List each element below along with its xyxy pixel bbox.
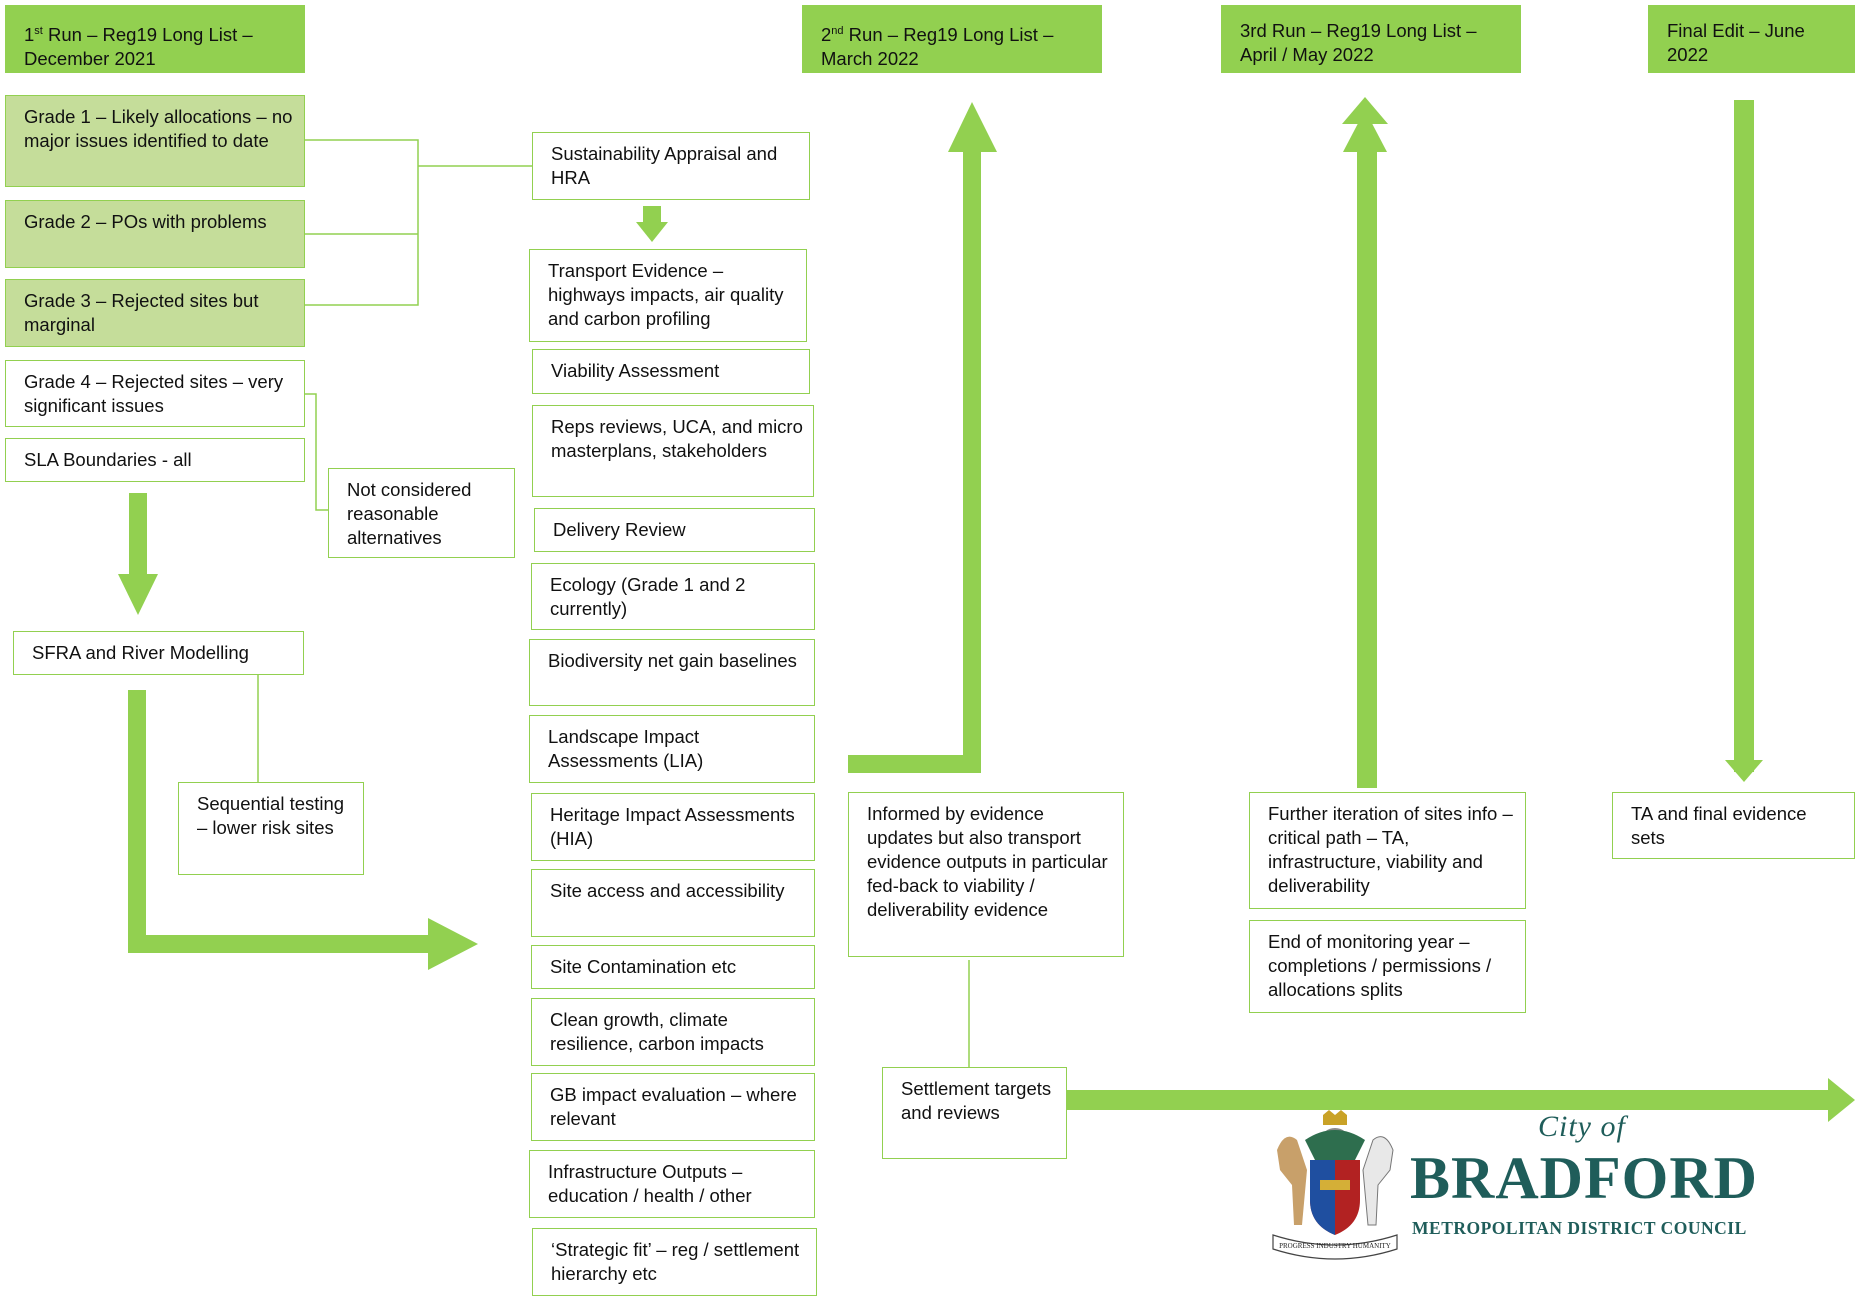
logo-name: BRADFORD xyxy=(1410,1145,1758,1211)
evidence-item: Ecology (Grade 1 and 2 currently) xyxy=(531,563,815,630)
header-run3: 3rd Run – Reg19 Long List – April / May … xyxy=(1221,5,1521,73)
sla-box: SLA Boundaries - all xyxy=(5,438,305,482)
header-run2: 2nd Run – Reg19 Long List – March 2022 xyxy=(802,5,1102,73)
header-final: Final Edit – June 2022 xyxy=(1648,5,1855,73)
coat-of-arms-icon: PROGRESS INDUSTRY HUMANITY xyxy=(1272,1110,1398,1260)
evidence-item: Site Contamination etc xyxy=(531,945,815,989)
arrow-sa-transport xyxy=(643,206,661,224)
evidence-item: Site access and accessibility xyxy=(531,869,815,937)
arrow-settlement-right xyxy=(1067,1090,1837,1110)
grade-1-box: Grade 1 – Likely allocations – no major … xyxy=(5,95,305,187)
evidence-item: Delivery Review xyxy=(534,508,815,552)
evidence-item: Transport Evidence – highways impacts, a… xyxy=(529,249,807,342)
evidence-item: Reps reviews, UCA, and micro masterplans… xyxy=(532,405,814,497)
arrow-down-sfra xyxy=(129,493,147,578)
sfra-box: SFRA and River Modelling xyxy=(13,631,304,675)
logo-subtitle: METROPOLITAN DISTRICT COUNCIL xyxy=(1412,1218,1747,1238)
bradford-council-logo: PROGRESS INDUSTRY HUMANITY City of BRADF… xyxy=(1265,1110,1785,1260)
arrow-up-run3 xyxy=(1357,150,1377,788)
evidence-item: Heritage Impact Assessments (HIA) xyxy=(531,793,815,861)
connector-grades xyxy=(304,139,419,306)
evidence-item: Viability Assessment xyxy=(532,349,810,394)
grade-4-box: Grade 4 – Rejected sites – very signific… xyxy=(5,360,305,427)
monitoring-box: End of monitoring year – completions / p… xyxy=(1249,920,1526,1013)
not-considered-box: Not considered reasonable alternatives xyxy=(328,468,515,558)
evidence-item: Landscape Impact Assessments (LIA) xyxy=(529,715,815,783)
evidence-item: GB impact evaluation – where relevant xyxy=(531,1073,815,1141)
header-run1: 1st Run – Reg19 Long List – December 202… xyxy=(5,5,305,73)
sequential-box: Sequential testing – lower risk sites xyxy=(178,782,364,875)
ta-final-box: TA and final evidence sets xyxy=(1612,792,1855,859)
settlement-box: Settlement targets and reviews xyxy=(882,1067,1067,1159)
arrow-sfra-evidence xyxy=(128,690,430,953)
logo-motto: PROGRESS INDUSTRY HUMANITY xyxy=(1279,1242,1391,1250)
connector-grade4 xyxy=(304,393,328,511)
arrow-up-run2 xyxy=(848,150,981,773)
logo-city: City of xyxy=(1538,1110,1626,1143)
further-iteration-box: Further iteration of sites info – critic… xyxy=(1249,792,1526,909)
arrow-down-final xyxy=(1734,100,1754,772)
grade-2-box: Grade 2 – POs with problems xyxy=(5,200,305,268)
evidence-item: ‘Strategic fit’ – reg / settlement hiera… xyxy=(532,1228,817,1296)
grade-3-box: Grade 3 – Rejected sites but marginal xyxy=(5,279,305,347)
sustainability-box: Sustainability Appraisal and HRA xyxy=(532,132,810,200)
informed-box: Informed by evidence updates but also tr… xyxy=(848,792,1124,957)
evidence-item: Infrastructure Outputs – education / hea… xyxy=(529,1150,815,1218)
evidence-item: Biodiversity net gain baselines xyxy=(529,639,815,706)
evidence-item: Clean growth, climate resilience, carbon… xyxy=(531,998,815,1066)
